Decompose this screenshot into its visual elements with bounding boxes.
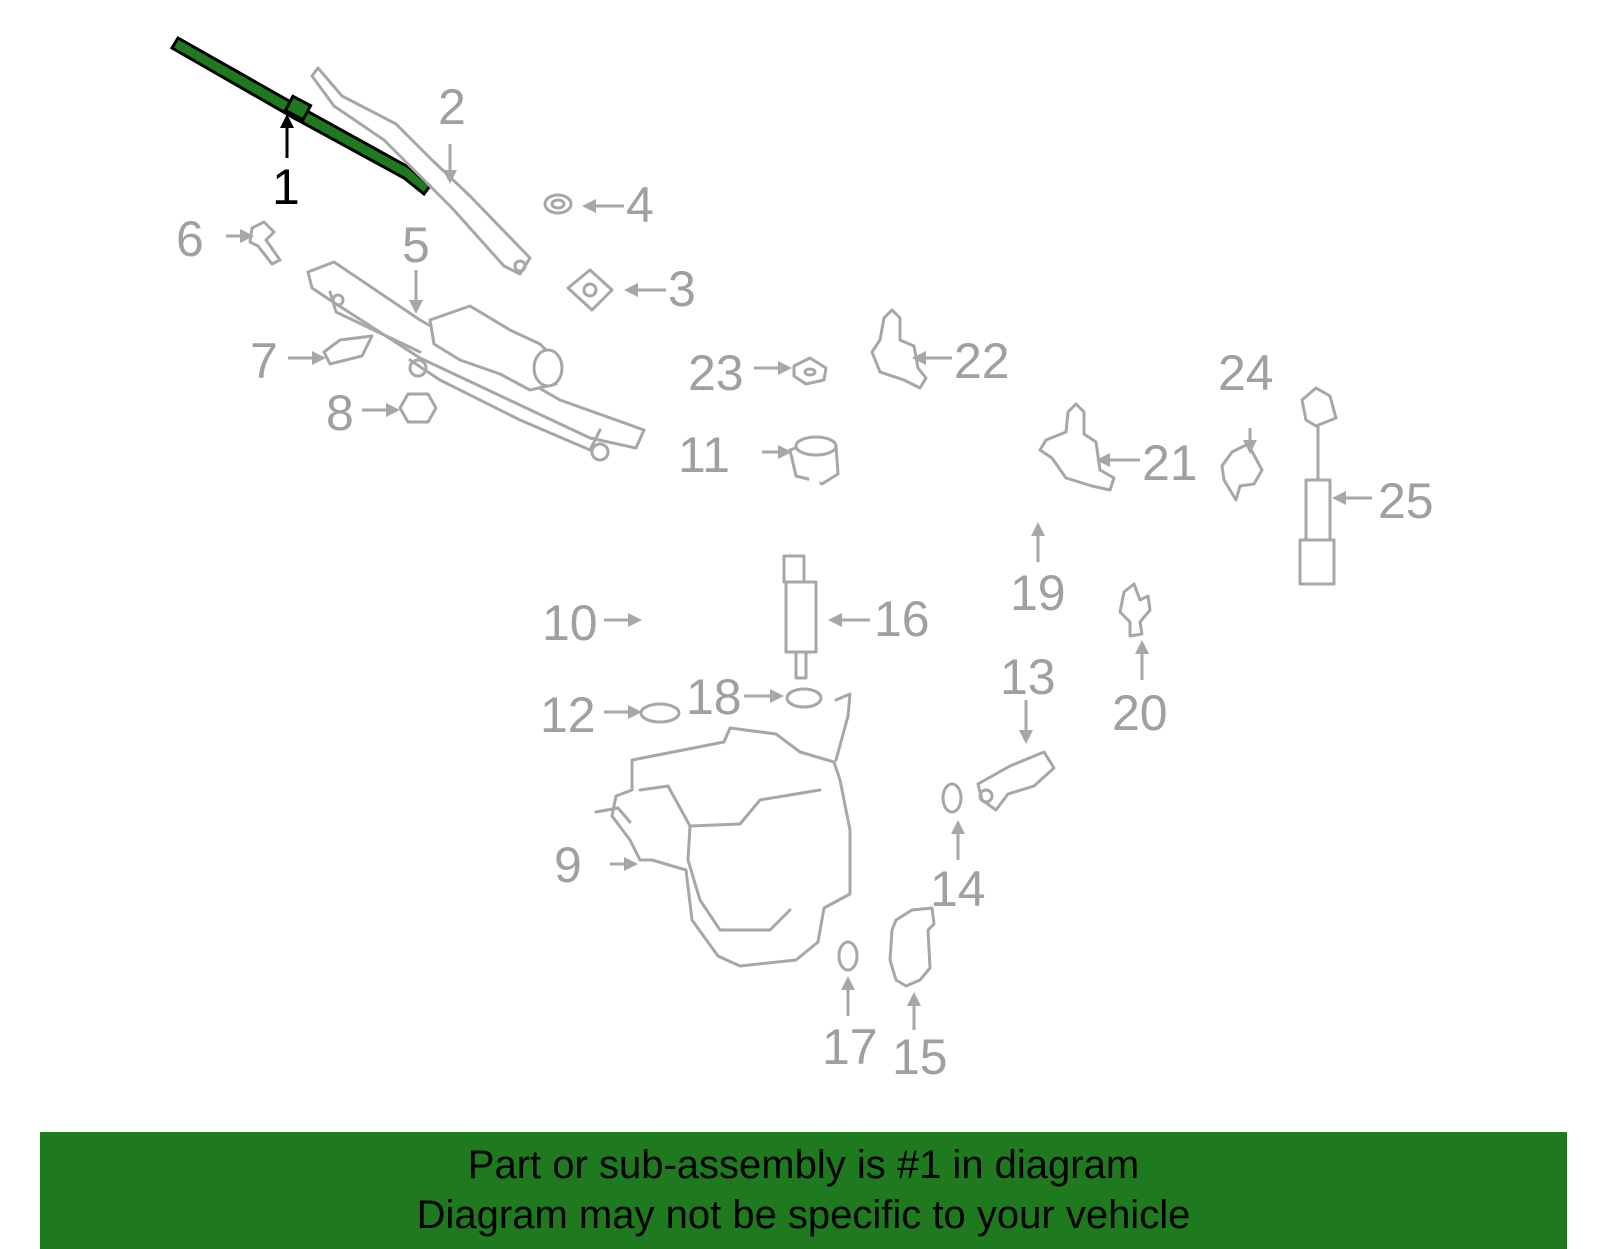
o-ring-part-12: [639, 702, 681, 724]
info-banner: Part or sub-assembly is #1 in diagram Di…: [40, 1132, 1567, 1249]
callout-16: 16: [874, 591, 930, 647]
clip-part-20: [1118, 582, 1152, 638]
callout-14: 14: [930, 861, 986, 917]
nut-part-8: [398, 392, 438, 424]
wiper-linkage-motor-part-5: [306, 260, 646, 462]
banner-line-1: Part or sub-assembly is #1 in diagram: [467, 1143, 1140, 1187]
wiper-blade-part-1[interactable]: [169, 35, 433, 197]
callout-13: 13: [1000, 649, 1056, 705]
callout-7: 7: [250, 333, 278, 389]
connector-part-25: [1298, 386, 1338, 586]
washer-pump-part-15: [888, 906, 936, 988]
callout-23: 23: [688, 345, 744, 401]
callout-5: 5: [402, 217, 430, 273]
washer-hose-part-19: [866, 396, 1402, 1082]
callout-9: 9: [554, 837, 582, 893]
callout-3: 3: [668, 261, 696, 317]
callout-labels: 1 2 3 4 5 6 7 8 9 10 11 12 13 14 15 16 1…: [176, 79, 1434, 1085]
callout-12: 12: [540, 687, 596, 743]
o-ring-part-18: [785, 687, 823, 709]
level-sensor-part-16: [782, 554, 818, 680]
filler-tube-part-10: [643, 475, 825, 681]
filler-neck-part-11: [788, 435, 840, 486]
seal-part-23: [792, 356, 828, 386]
callout-24: 24: [1218, 345, 1274, 401]
pump-part-13: [976, 750, 1056, 812]
callout-25: 25: [1378, 473, 1434, 529]
reservoir-part-9: [594, 692, 852, 968]
callout-21: 21: [1142, 435, 1198, 491]
wiper-arm-part-2: [310, 66, 532, 276]
callout-8: 8: [326, 385, 354, 441]
callout-10: 10: [542, 595, 598, 651]
leader-arrows: [226, 114, 1372, 1030]
nozzle-part-22: [870, 308, 928, 390]
callout-6: 6: [176, 211, 204, 267]
o-ring-part-14: [941, 782, 963, 814]
banner-line-2: Diagram may not be specific to your vehi…: [416, 1193, 1191, 1237]
nozzle-part-24: [1220, 442, 1264, 502]
cap-part-4: [543, 193, 573, 215]
o-ring-part-17: [837, 940, 859, 972]
callout-15: 15: [892, 1029, 948, 1085]
callout-4: 4: [626, 177, 654, 233]
callout-20: 20: [1112, 685, 1168, 741]
callout-22: 22: [954, 333, 1010, 389]
callout-17: 17: [822, 1019, 878, 1075]
bolt-part-6: [248, 220, 282, 266]
bracket-part-7: [322, 334, 374, 366]
callout-1: 1: [272, 159, 300, 215]
callout-11: 11: [678, 427, 730, 483]
callout-19: 19: [1010, 565, 1066, 621]
callout-2: 2: [438, 79, 466, 135]
pad-part-3: [566, 268, 614, 312]
nozzle-part-21: [1038, 402, 1116, 492]
callout-18: 18: [686, 669, 742, 725]
